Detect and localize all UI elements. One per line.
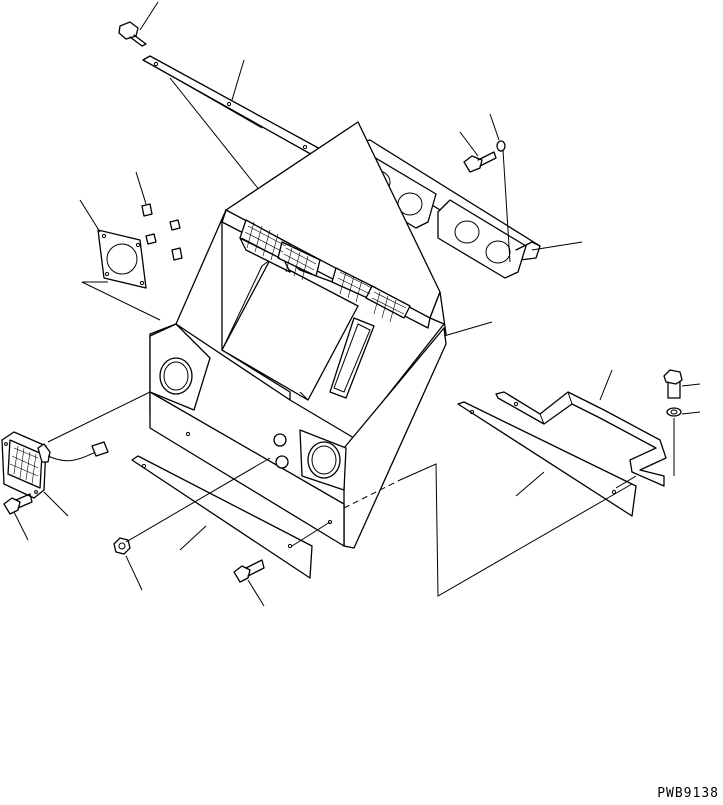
duct-bolt-washer <box>459 113 511 263</box>
upper-duct-bracket <box>347 139 583 279</box>
lower-left-bolt <box>3 493 33 541</box>
clips <box>135 171 183 261</box>
right-bolt-washer <box>663 369 701 476</box>
drawing-code: PWB9138 <box>657 786 719 801</box>
leader-lines <box>399 463 633 597</box>
nut <box>113 457 271 591</box>
lower-front-strip <box>131 455 331 579</box>
top-bolt <box>118 1 159 47</box>
left-fan-plate <box>79 199 161 321</box>
right-long-strip <box>457 401 637 517</box>
lower-middle-bolt <box>233 559 265 607</box>
right-bracket <box>495 369 667 487</box>
left-speaker <box>1 391 151 517</box>
console-body <box>149 121 493 549</box>
